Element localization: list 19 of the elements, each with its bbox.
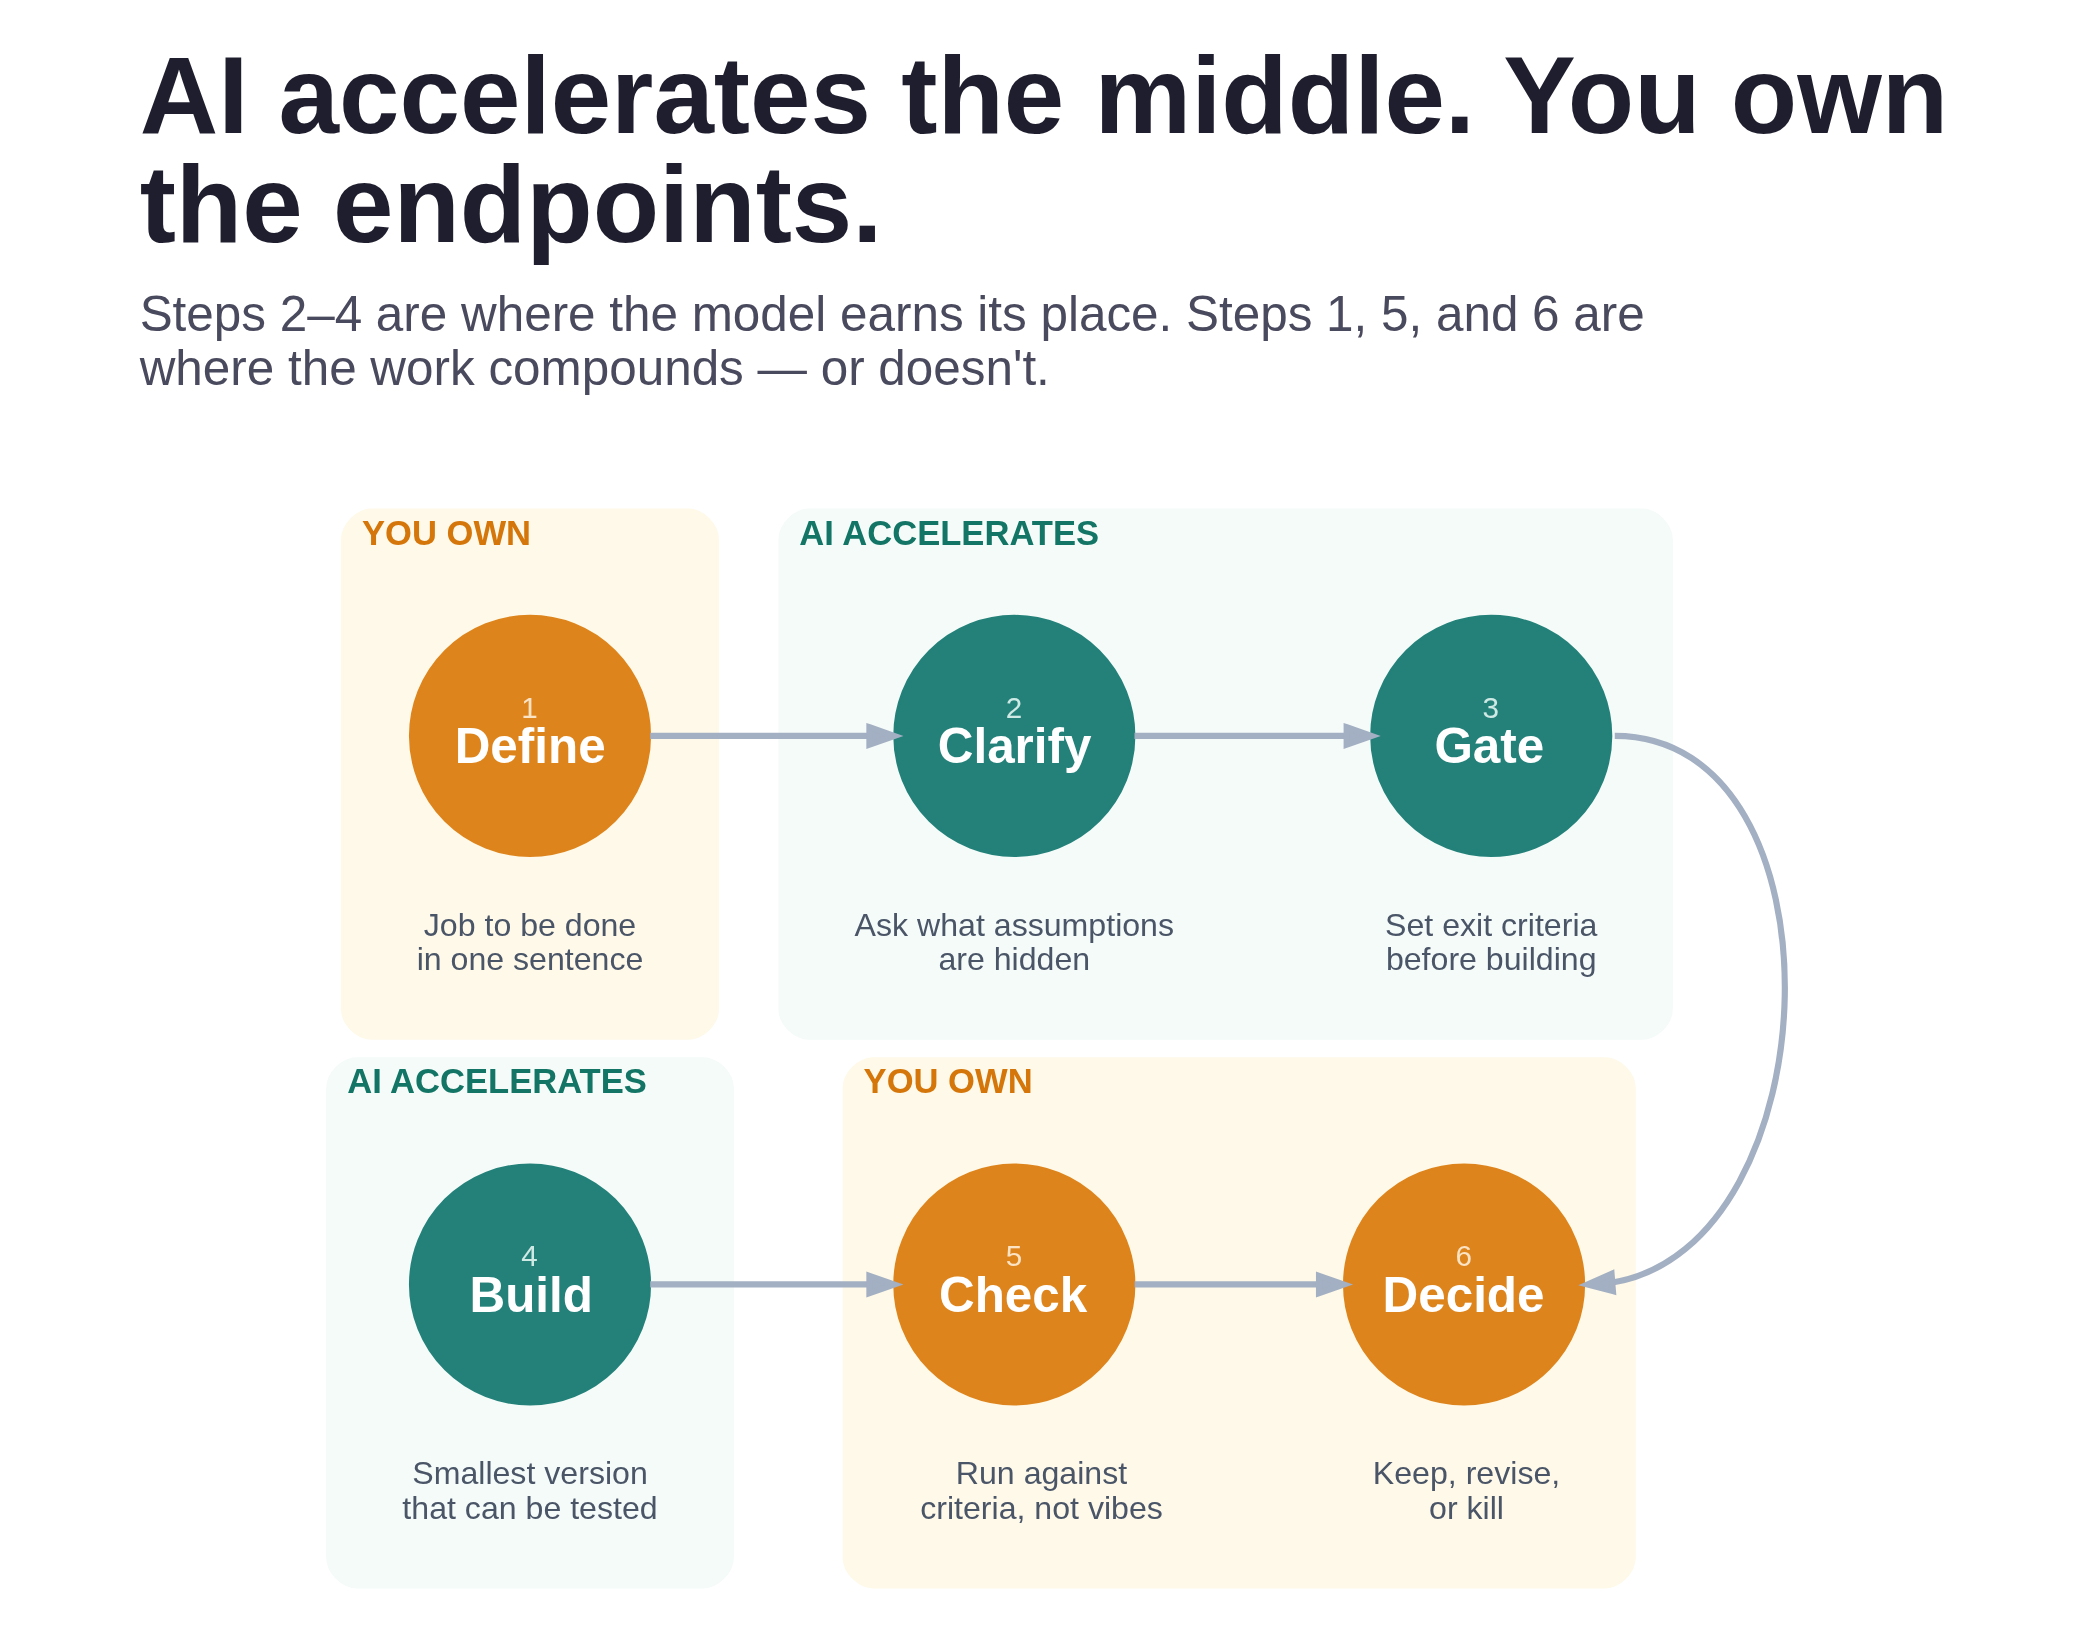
node-circle: 1 Define: [408, 614, 651, 857]
node-circle: 6 Decide: [1342, 1163, 1585, 1406]
node-circle: 2 Clarify: [892, 614, 1135, 857]
node-label: Run against criteria, not vibes: [919, 1455, 1163, 1526]
arrow: [1134, 1271, 1353, 1298]
arrow: [1134, 722, 1381, 749]
node-label: Set exit criteria before building: [1384, 906, 1597, 978]
node-circle: 4 Build: [408, 1163, 651, 1406]
node-circle: 5 Check: [892, 1163, 1135, 1406]
node-label: Ask what assumptions are hidden: [854, 906, 1174, 978]
node-circle: 3 Gate: [1369, 614, 1612, 857]
diagram-title: AI accelerates the middle. You own the endpoints.: [139, 35, 1948, 266]
arrow: [649, 1271, 903, 1298]
arrow: [1577, 732, 1788, 1296]
arrow: [649, 722, 903, 749]
caption: Steps 2–4 are where the model earns its place. Steps 1, 5, and 6 are where the work compounds — or doesn't.: [139, 285, 1645, 396]
node-label: Smallest version that can be tested: [401, 1455, 658, 1526]
node-label: Keep, revise, or kill: [1372, 1455, 1560, 1526]
node-label: Job to be done in one sentence: [416, 906, 643, 978]
